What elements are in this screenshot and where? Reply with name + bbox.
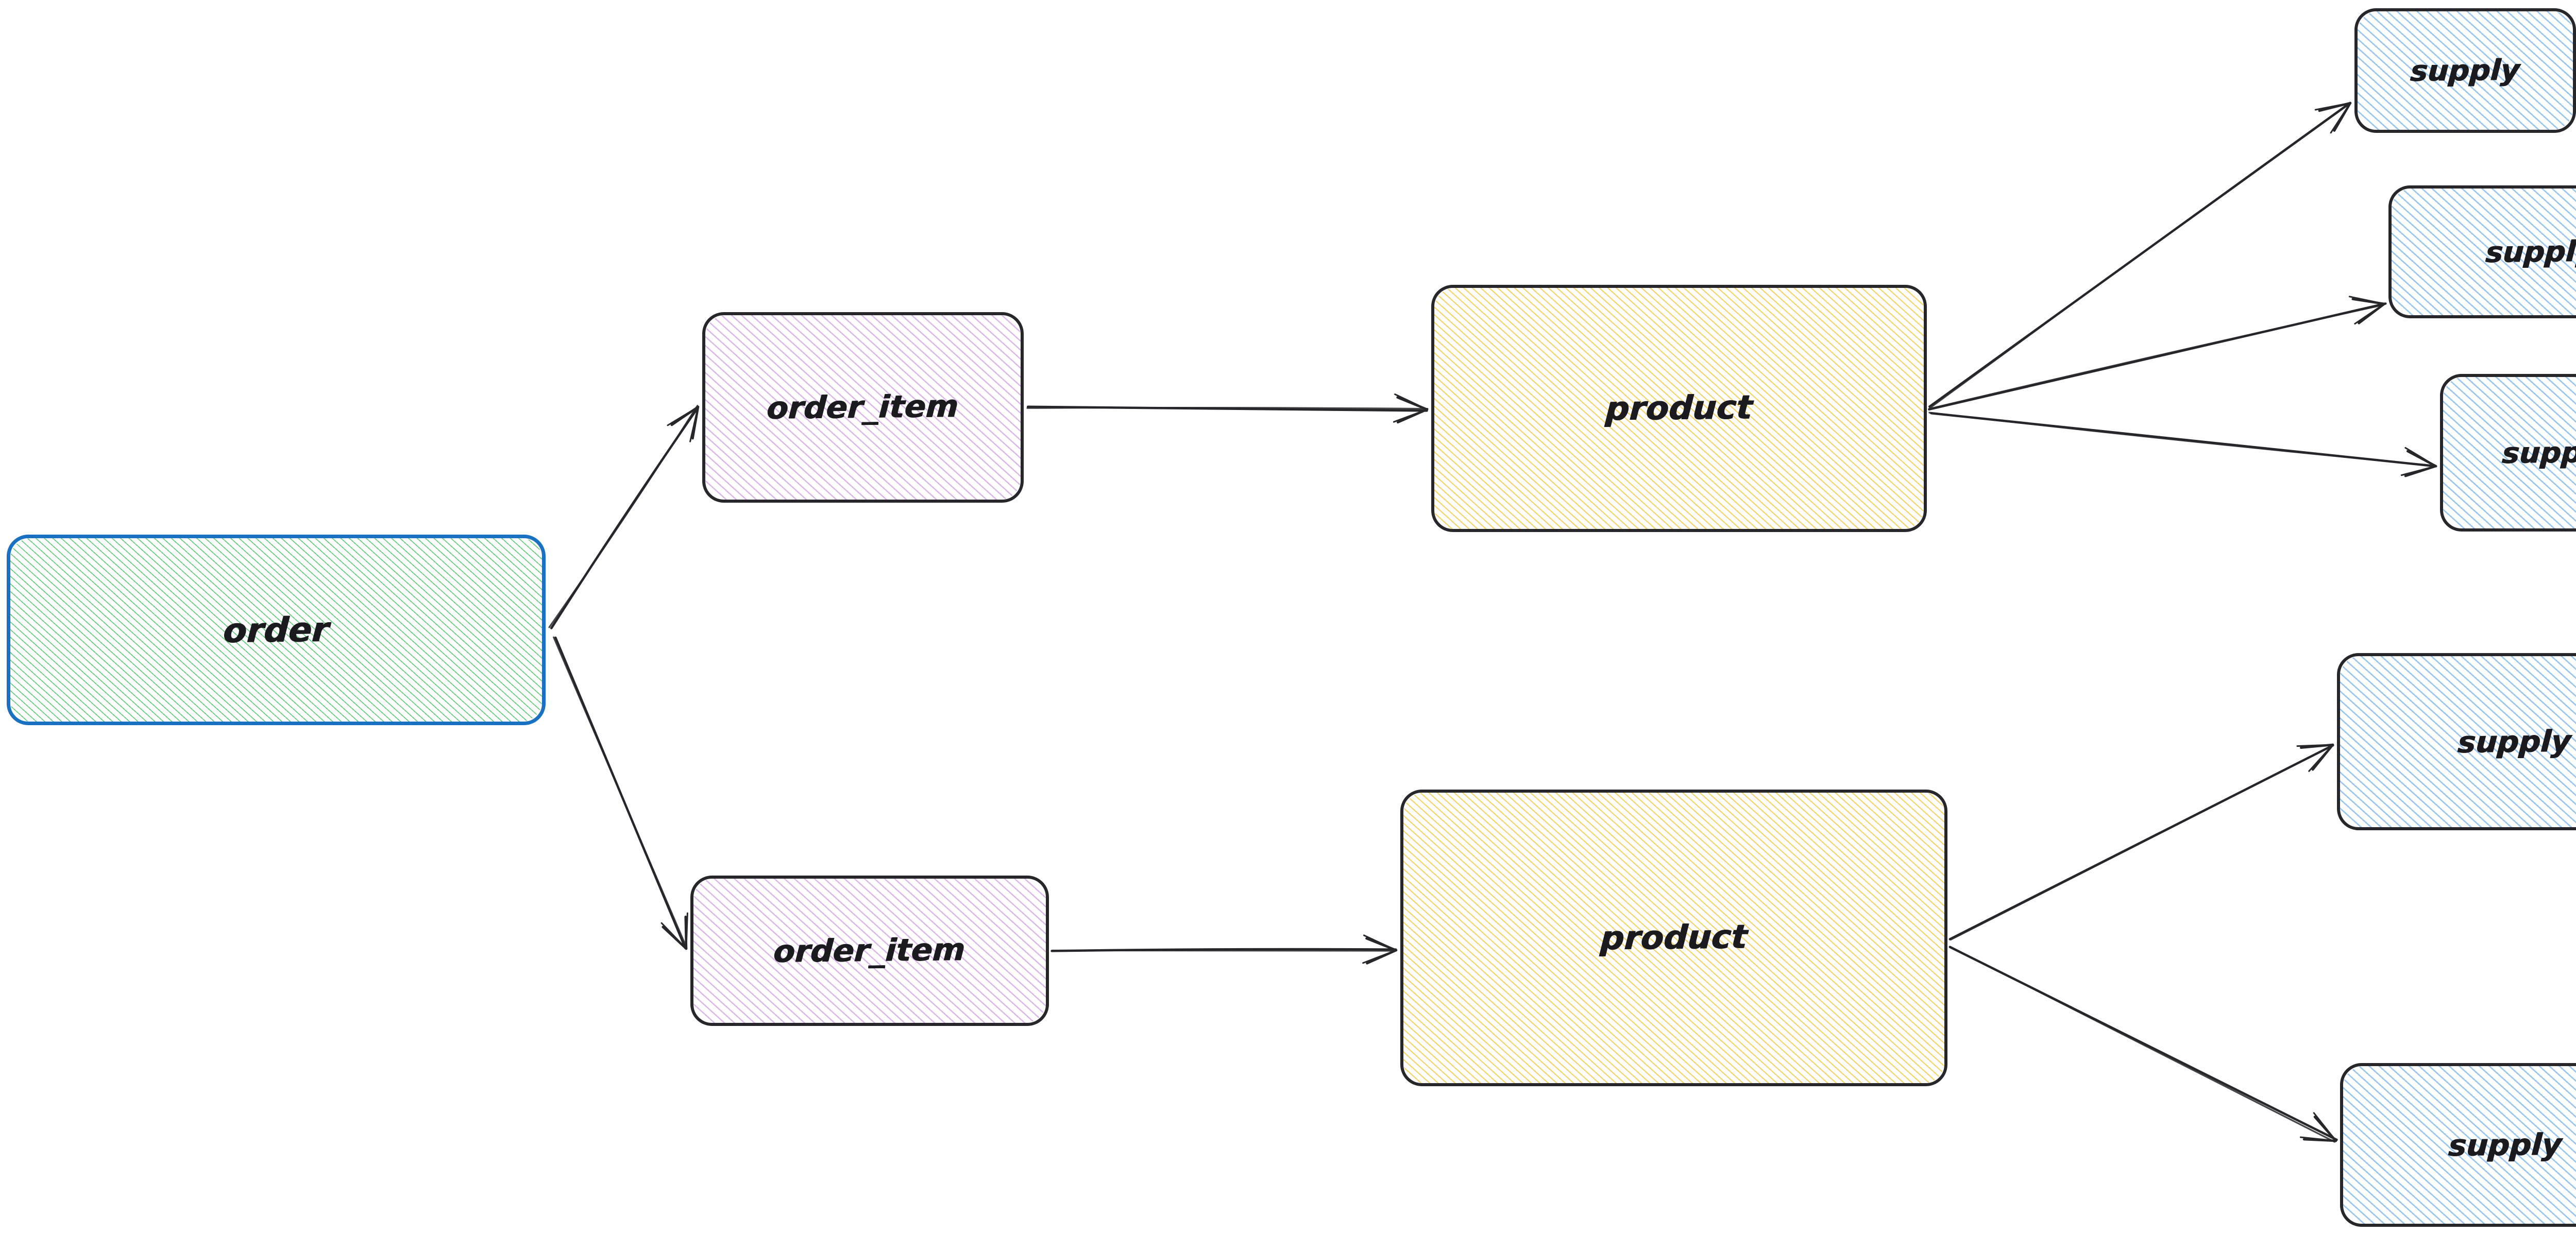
node-hatch-fill	[705, 315, 1021, 500]
node-label: order_item	[773, 932, 967, 970]
node-label: supply	[2457, 723, 2572, 760]
edge-arrowhead	[660, 922, 687, 950]
node-hatch-fill	[2358, 11, 2573, 130]
edge-line	[1051, 949, 1397, 952]
node-supply_5[interactable]: supply	[2340, 1063, 2576, 1227]
edge-arrowhead	[2358, 302, 2386, 324]
edge-arrowhead	[1363, 934, 1397, 951]
edge-arrowhead	[2299, 1136, 2337, 1142]
edge-line	[1026, 406, 1429, 410]
node-supply_2[interactable]: supply	[2388, 185, 2576, 318]
node-hatch-fill	[1403, 793, 1944, 1083]
edge-line	[1950, 744, 2334, 941]
edge-line	[548, 405, 699, 628]
node-hatch-fill	[1434, 288, 1924, 529]
edge-line	[550, 406, 699, 629]
edge-arrowhead	[1393, 408, 1428, 423]
edge-product_bottom-to-supply_5[interactable]	[1948, 946, 2338, 1143]
edge-arrowhead	[2314, 102, 2351, 111]
node-product_bottom[interactable]: product	[1400, 790, 1947, 1086]
node-label: order_item	[766, 388, 960, 426]
edge-arrowhead	[662, 926, 688, 950]
edge-arrowhead	[2311, 743, 2334, 771]
edge-arrowhead	[2404, 465, 2437, 477]
edge-order-to-order_item_bottom[interactable]	[553, 636, 688, 950]
edge-arrowhead	[2313, 1112, 2337, 1142]
edge-arrowhead	[2354, 303, 2385, 325]
node-hatch-fill	[2340, 656, 2576, 827]
edge-arrowhead	[2333, 101, 2352, 132]
edge-order_item_bottom-to-product_bottom[interactable]	[1050, 934, 1398, 965]
edge-arrowhead	[2318, 101, 2352, 112]
edge-arrowhead	[670, 405, 700, 426]
edge-arrowhead	[691, 405, 700, 440]
edge-arrowhead	[2313, 1116, 2337, 1142]
edge-line	[1948, 744, 2334, 940]
edge-arrowhead	[1396, 408, 1429, 424]
node-supply_4[interactable]: supply	[2337, 653, 2576, 830]
edge-line	[1928, 412, 2436, 467]
edge-product_top-to-supply_1[interactable]	[1928, 101, 2352, 409]
edge-line	[1949, 946, 2336, 1143]
edge-line	[1050, 948, 1397, 952]
edge-product_bottom-to-supply_4[interactable]	[1948, 743, 2334, 941]
node-order[interactable]: order	[7, 535, 546, 725]
node-label: supply	[2501, 435, 2576, 470]
edge-arrowhead	[2400, 465, 2437, 476]
edge-line	[1929, 101, 2351, 409]
edge-arrowhead	[2296, 744, 2334, 747]
node-order_item_bottom[interactable]: order_item	[690, 876, 1049, 1026]
edge-line	[1928, 102, 2351, 408]
edge-order_item_top-to-product_top[interactable]	[1026, 393, 1429, 424]
edge-line	[553, 636, 688, 949]
node-label: product	[1599, 918, 1749, 958]
edge-arrowhead	[2308, 744, 2334, 772]
edge-line	[1026, 405, 1428, 412]
edge-line	[1930, 412, 2437, 468]
edge-arrowhead	[2406, 450, 2437, 468]
edge-line	[554, 636, 687, 950]
edge-arrowhead	[2348, 296, 2385, 305]
node-order_item_top[interactable]: order_item	[702, 312, 1024, 503]
node-product_top[interactable]: product	[1431, 285, 1927, 532]
node-supply_3[interactable]: supply	[2440, 374, 2576, 532]
edge-line	[1948, 946, 2338, 1141]
node-label: supply	[2409, 53, 2521, 88]
edge-arrowhead	[2351, 298, 2386, 305]
edge-line	[1928, 304, 2384, 410]
edge-arrowhead	[1362, 949, 1397, 964]
edge-arrowhead	[1394, 393, 1428, 410]
node-hatch-fill	[2392, 189, 2576, 315]
node-label: product	[1604, 388, 1754, 429]
edge-arrowhead	[1396, 396, 1429, 411]
edge-arrowhead	[2404, 447, 2437, 467]
edge-order-to-order_item_top[interactable]	[548, 405, 700, 629]
edge-arrowhead	[2330, 102, 2351, 134]
edge-arrowhead	[667, 406, 699, 426]
edge-product_top-to-supply_2[interactable]	[1928, 296, 2387, 411]
edge-arrowhead	[2302, 1138, 2337, 1142]
edge-arrowhead	[1366, 949, 1398, 965]
edge-arrowhead	[1365, 937, 1398, 952]
node-hatch-fill	[2343, 1066, 2576, 1224]
node-hatch-fill	[2443, 377, 2576, 528]
node-hatch-fill	[693, 879, 1046, 1023]
node-label: supply	[2448, 1126, 2563, 1163]
node-label: supply	[2484, 234, 2576, 269]
edge-product_top-to-supply_3[interactable]	[1928, 412, 2437, 477]
edge-arrowhead	[685, 912, 688, 950]
node-label: order	[222, 609, 330, 650]
edge-arrowhead	[689, 406, 699, 442]
node-supply_1[interactable]: supply	[2354, 8, 2576, 133]
node-hatch-fill	[10, 538, 542, 722]
edge-line	[1928, 302, 2387, 411]
edge-arrowhead	[2300, 743, 2334, 749]
